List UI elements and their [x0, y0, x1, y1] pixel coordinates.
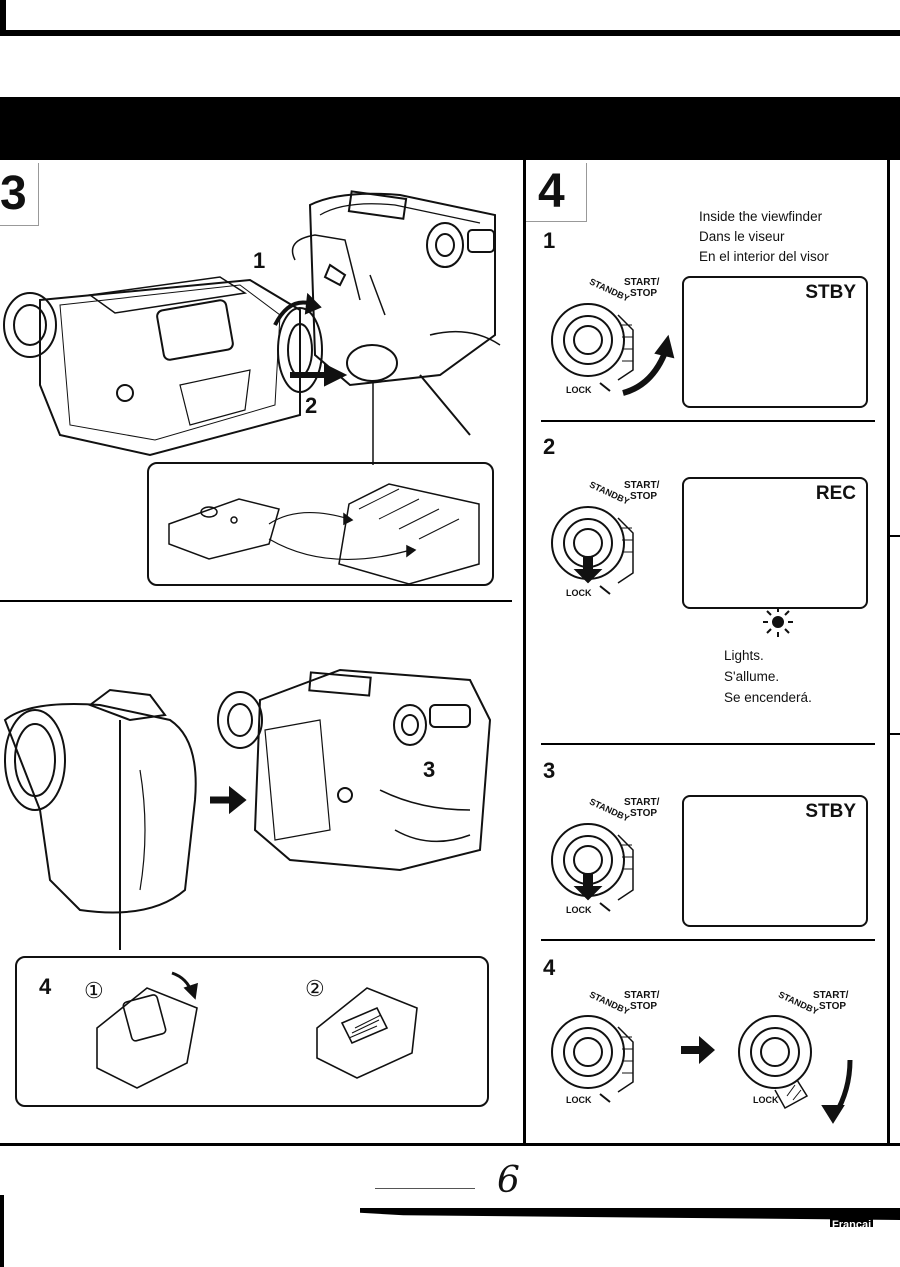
step-1-number: 1 — [543, 228, 555, 254]
viewfinder-status-2: REC — [816, 483, 856, 505]
rain-cover-illustration — [0, 660, 512, 960]
header-band — [0, 97, 900, 160]
viewfinder-screen-2: REC — [682, 477, 868, 609]
shoe-detail-inset — [147, 462, 494, 586]
viewfinder-screen-1: STBY — [682, 276, 868, 408]
dial-start-label: START/ — [624, 277, 659, 288]
callout-3: 3 — [423, 757, 435, 783]
right-column-edge — [887, 160, 890, 1145]
section4-number: 4 — [538, 168, 565, 216]
arrow-right-icon — [677, 1030, 717, 1070]
dial-start-label: START/ — [813, 990, 848, 1001]
language-tab: Françai — [830, 1215, 900, 1227]
step-4-number: 4 — [543, 955, 555, 981]
dial-start-label: START/ — [624, 990, 659, 1001]
callout-1: 1 — [253, 248, 265, 274]
viewfinder-screen-3: STBY — [682, 795, 868, 927]
viewfinder-status-3: STBY — [805, 801, 856, 823]
callout-4: 4 — [39, 974, 51, 1000]
shoe-detail-illustration — [149, 464, 492, 584]
section3-divider — [0, 600, 512, 602]
start-stop-dial-3: START/ STOP STANDBY LOCK — [548, 795, 688, 925]
dial-lock-label: LOCK — [566, 588, 592, 598]
dial-start-label: START/ — [624, 480, 659, 491]
dial-start-label: START/ — [624, 797, 659, 808]
step-2-number: 2 — [543, 434, 555, 460]
viewfinder-status-1: STBY — [805, 282, 856, 304]
viewfinder-caption: Inside the viewfinder Dans le viseur En … — [699, 207, 829, 267]
page-number-rule — [375, 1188, 475, 1189]
callout-2: 2 — [305, 393, 317, 419]
language-tab-label: Françai — [830, 1219, 873, 1227]
viewfinder-caption-en: Inside the viewfinder — [699, 207, 829, 227]
viewfinder-caption-es: En el interior del visor — [699, 247, 829, 267]
latch-illustration — [87, 968, 467, 1098]
step-3-number: 3 — [543, 758, 555, 784]
step-divider — [541, 939, 875, 941]
dial-lock-label: LOCK — [566, 905, 592, 915]
tally-lamp-icon — [758, 605, 798, 639]
column-divider — [523, 160, 526, 1145]
dial-stop-label: STOP — [630, 808, 657, 819]
dial-stop-label: STOP — [819, 1001, 846, 1012]
footer-band — [360, 1208, 900, 1220]
lights-en: Lights. — [724, 645, 812, 666]
dial-lock-label: LOCK — [753, 1095, 779, 1105]
dial-stop-label: STOP — [630, 491, 657, 502]
start-stop-dial-4b: START/ STOP STANDBY LOCK — [735, 990, 880, 1125]
lights-fr: S'allume. — [724, 666, 812, 687]
dial-stop-label: STOP — [630, 288, 657, 299]
dial-lock-label: LOCK — [566, 385, 592, 395]
dial-lock-label: LOCK — [566, 1095, 592, 1105]
edge-tick — [890, 535, 900, 537]
bottom-rule — [0, 1143, 900, 1146]
viewfinder-caption-fr: Dans le viseur — [699, 227, 829, 247]
start-stop-dial-2: START/ STOP STANDBY LOCK — [548, 478, 688, 608]
edge-tick — [890, 733, 900, 735]
step-divider — [541, 420, 875, 422]
start-stop-dial-4a: START/ STOP STANDBY LOCK — [548, 990, 688, 1120]
lights-caption: Lights. S'allume. Se encenderá. — [724, 645, 812, 708]
step-divider — [541, 743, 875, 745]
dial-stop-label: STOP — [630, 1001, 657, 1012]
camcorder-illustration — [0, 185, 512, 470]
latch-detail-inset: 4 ① ② — [15, 956, 489, 1107]
start-stop-dial-1: START/ STOP STANDBY LOCK — [548, 275, 688, 405]
top-rule — [0, 30, 900, 36]
section4-number-box: 4 — [526, 163, 587, 222]
bottom-left-rule — [0, 1195, 4, 1267]
page-number: 6 — [497, 1160, 520, 1201]
lights-es: Se encenderá. — [724, 687, 812, 708]
